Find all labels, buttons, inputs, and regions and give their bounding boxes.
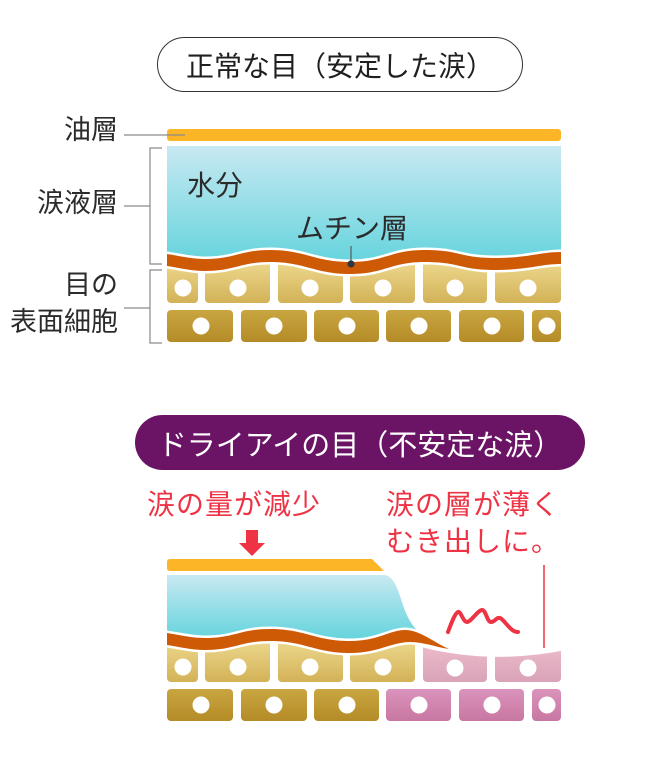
lower-cell-nuclei bbox=[192, 696, 556, 714]
cell-nucleus bbox=[265, 317, 283, 335]
ocular-surface-cells-label: 目の 表面細胞 bbox=[0, 267, 118, 341]
exposed-surface-mask bbox=[416, 619, 566, 657]
dry-eye-diagram bbox=[164, 559, 566, 721]
cell-nucleus bbox=[483, 696, 501, 714]
cell-nucleus bbox=[229, 279, 247, 297]
oil-layer-label: 油層 bbox=[64, 115, 118, 146]
cell-nucleus bbox=[301, 658, 319, 676]
irritation-squiggle-icon bbox=[446, 608, 520, 634]
water-label: 水分 bbox=[187, 169, 244, 202]
cell-nucleus bbox=[192, 696, 210, 714]
water-layer bbox=[167, 146, 561, 262]
normal-eye-title-text: 正常な目（安定した涙） bbox=[185, 49, 494, 83]
cell-nucleus bbox=[338, 317, 356, 335]
cell-nucleus bbox=[338, 696, 356, 714]
cell-nucleus bbox=[174, 658, 192, 676]
dry-eye-title-text: ドライアイの目（不安定な涙） bbox=[157, 427, 563, 462]
surface-cells-bracket bbox=[124, 269, 162, 344]
cell-nucleus bbox=[374, 279, 392, 297]
down-arrow-icon bbox=[239, 530, 265, 556]
oil-layer-shortened bbox=[167, 559, 384, 571]
cell-nucleus bbox=[410, 317, 428, 335]
cell-nucleus bbox=[538, 317, 556, 335]
dry-eye-banner-bg bbox=[135, 415, 585, 470]
thin-layer-note-line1: 涙の層が薄く bbox=[386, 488, 561, 521]
oil-layer bbox=[167, 129, 561, 141]
tear-volume-decrease-note: 涙の量が減少 bbox=[147, 488, 322, 521]
cell-nucleus bbox=[374, 658, 392, 676]
thin-layer-note: 涙の層が薄く むき出しに。 bbox=[386, 486, 560, 560]
dry-eye-title: ドライアイの目（不安定な涙） bbox=[135, 415, 585, 470]
mucin-layer bbox=[167, 250, 561, 274]
ocular-surface-cells-label-line1: 目の bbox=[64, 270, 118, 301]
mucin-layer-label: ムチン層 bbox=[296, 212, 409, 245]
cell-nucleus bbox=[446, 279, 464, 297]
normal-eye-title: 正常な目（安定した涙） bbox=[157, 37, 523, 92]
cell-nucleus bbox=[301, 279, 319, 297]
cell-nucleus bbox=[174, 279, 192, 297]
ocular-surface-cells-label-line2: 表面細胞 bbox=[10, 307, 118, 338]
tear-layer-bracket bbox=[124, 147, 162, 265]
lower-cell-row bbox=[167, 689, 561, 721]
lower-cell-nuclei bbox=[192, 317, 556, 335]
cell-nucleus bbox=[483, 317, 501, 335]
normal-eye-diagram bbox=[124, 129, 564, 344]
cell-nucleus bbox=[519, 279, 537, 297]
cell-nucleus bbox=[519, 659, 537, 677]
upper-cell-nuclei bbox=[174, 279, 537, 297]
mucin-pointer-dot bbox=[347, 260, 355, 268]
water-layer-thinned bbox=[167, 575, 418, 641]
tear-fluid-layer-label: 涙液層 bbox=[37, 188, 118, 219]
layer-brackets bbox=[124, 134, 185, 344]
cell-nucleus bbox=[265, 696, 283, 714]
upper-cell-nuclei bbox=[174, 658, 537, 677]
cell-nucleus bbox=[446, 659, 464, 677]
lower-cell-row bbox=[167, 310, 561, 342]
cell-nucleus bbox=[538, 696, 556, 714]
thin-layer-note-line2: むき出しに。 bbox=[386, 525, 561, 558]
mucin-layer-thinned bbox=[167, 629, 449, 653]
cell-nucleus bbox=[229, 658, 247, 676]
cell-nucleus bbox=[192, 317, 210, 335]
cell-nucleus bbox=[410, 696, 428, 714]
